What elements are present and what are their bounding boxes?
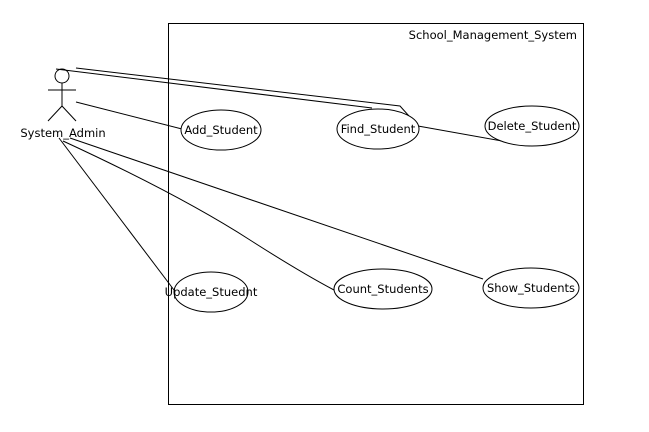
use-case-ellipse	[484, 105, 580, 147]
use-case-find-student[interactable]: Find_Student	[336, 108, 420, 150]
use-case-ellipse	[336, 108, 420, 150]
association-find-student	[55, 68, 373, 109]
use-case-label: Count_Students	[337, 282, 428, 296]
use-case-label: Add_Student	[184, 123, 258, 137]
use-case-delete-student[interactable]: Delete_Student	[484, 105, 580, 147]
actor-head	[54, 68, 70, 84]
use-case-ellipse	[173, 271, 249, 313]
use-case-label: Delete_Student	[488, 119, 577, 133]
use-case-ellipse	[180, 109, 262, 151]
association-show-students	[69, 137, 484, 280]
use-case-label: Find_Student	[341, 122, 416, 136]
use-case-show-students[interactable]: Show_Students	[482, 267, 580, 309]
use-case-count-students[interactable]: Count_Students	[333, 268, 433, 310]
system-name: School_Management_System	[409, 28, 577, 42]
actor-left-leg	[47, 105, 63, 122]
actor-right-leg	[61, 105, 77, 122]
use-case-add-student[interactable]: Add_Student	[180, 109, 262, 151]
use-case-ellipse	[333, 268, 433, 310]
actor-system-admin: System_Admin	[20, 68, 106, 140]
actor-name: System_Admin	[20, 126, 105, 140]
association-count-students	[62, 140, 335, 291]
use-case-update-student[interactable]: Update_Stuednt	[165, 271, 258, 313]
association-add-student	[75, 101, 183, 130]
use-case-label: Update_Stuednt	[165, 285, 258, 299]
association-update-student	[58, 137, 175, 291]
associations	[55, 67, 531, 291]
use-case-ellipse	[482, 267, 580, 309]
system-boundary	[168, 23, 584, 405]
use-case-label: Show_Students	[487, 281, 575, 295]
